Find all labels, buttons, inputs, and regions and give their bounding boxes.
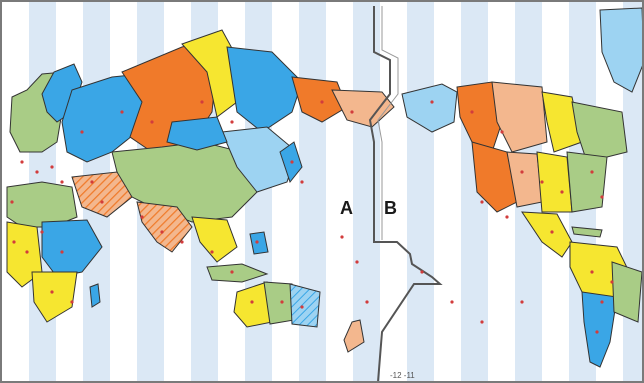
city-dot (20, 160, 24, 164)
city-dot (520, 170, 524, 174)
city-dot (600, 195, 604, 199)
city-dot (120, 110, 124, 114)
city-dot (480, 200, 484, 204)
far-east (291, 76, 348, 123)
city-dot (420, 270, 424, 274)
mongolia (166, 116, 228, 151)
city-dot (595, 330, 599, 334)
city-dot (160, 230, 164, 234)
central-america (521, 211, 573, 258)
city-dot (70, 300, 74, 304)
city-dot (25, 250, 29, 254)
city-dot (500, 130, 504, 134)
city-dot (520, 300, 524, 304)
city-dot (40, 230, 44, 234)
city-dot (300, 305, 304, 309)
city-dot (180, 240, 184, 244)
caribbean (571, 226, 603, 238)
label-a: A (340, 198, 353, 218)
city-dot (590, 270, 594, 274)
city-dot (320, 100, 324, 104)
canada-east (541, 91, 583, 153)
city-dot (12, 240, 16, 244)
city-dot (300, 180, 304, 184)
city-dot (255, 240, 259, 244)
bottom-zone-numbers: -12 -11 (390, 371, 415, 380)
city-dot (90, 180, 94, 184)
city-dot (350, 110, 354, 114)
time-zone-band (353, 2, 380, 381)
alaska (401, 83, 458, 133)
africa-north (6, 181, 78, 228)
city-dot (60, 250, 64, 254)
city-dot (10, 200, 14, 204)
city-dot (470, 110, 474, 114)
usa-west (471, 141, 518, 213)
southeast-asia (191, 216, 238, 263)
city-dot (290, 160, 294, 164)
city-dots (10, 100, 614, 334)
city-dot (340, 235, 344, 239)
usa-east (566, 151, 608, 213)
city-dot (200, 100, 204, 104)
city-dot (100, 200, 104, 204)
south-america-east (611, 261, 642, 323)
city-dot (60, 180, 64, 184)
city-dot (355, 260, 359, 264)
city-dot (590, 170, 594, 174)
australia-east (289, 283, 321, 328)
city-dot (480, 320, 484, 324)
city-dot (210, 250, 214, 254)
city-dot (35, 170, 39, 174)
continent-shapes (6, 7, 642, 368)
new-zealand (343, 319, 365, 353)
city-dot (280, 300, 284, 304)
city-dot (610, 280, 614, 284)
middle-east (71, 171, 133, 218)
indonesia (206, 263, 269, 283)
east-asia (221, 126, 298, 193)
city-dot (50, 290, 54, 294)
city-dot (140, 215, 144, 219)
greenland (599, 7, 642, 93)
city-dot (230, 120, 234, 124)
date-line-inner (377, 6, 399, 240)
international-date-line (368, 6, 443, 381)
city-dot (80, 130, 84, 134)
kamchatka (331, 89, 395, 128)
city-dot (365, 300, 369, 304)
label-b: B (384, 198, 397, 218)
city-dot (540, 180, 544, 184)
city-dot (230, 270, 234, 274)
madagascar (89, 283, 101, 308)
city-dot (505, 215, 509, 219)
philippines (249, 231, 269, 255)
city-dot (560, 190, 564, 194)
city-dot (600, 300, 604, 304)
city-dot (50, 165, 54, 169)
india (136, 201, 193, 253)
russia-east (226, 46, 303, 133)
city-dot (550, 230, 554, 234)
australia-west (233, 281, 273, 328)
city-dot (150, 120, 154, 124)
canada-central (491, 81, 548, 153)
time-zone-band (407, 2, 434, 381)
africa-south (31, 271, 78, 323)
africa-east (41, 219, 103, 278)
city-dot (250, 300, 254, 304)
city-dot (450, 300, 454, 304)
city-dot (430, 100, 434, 104)
